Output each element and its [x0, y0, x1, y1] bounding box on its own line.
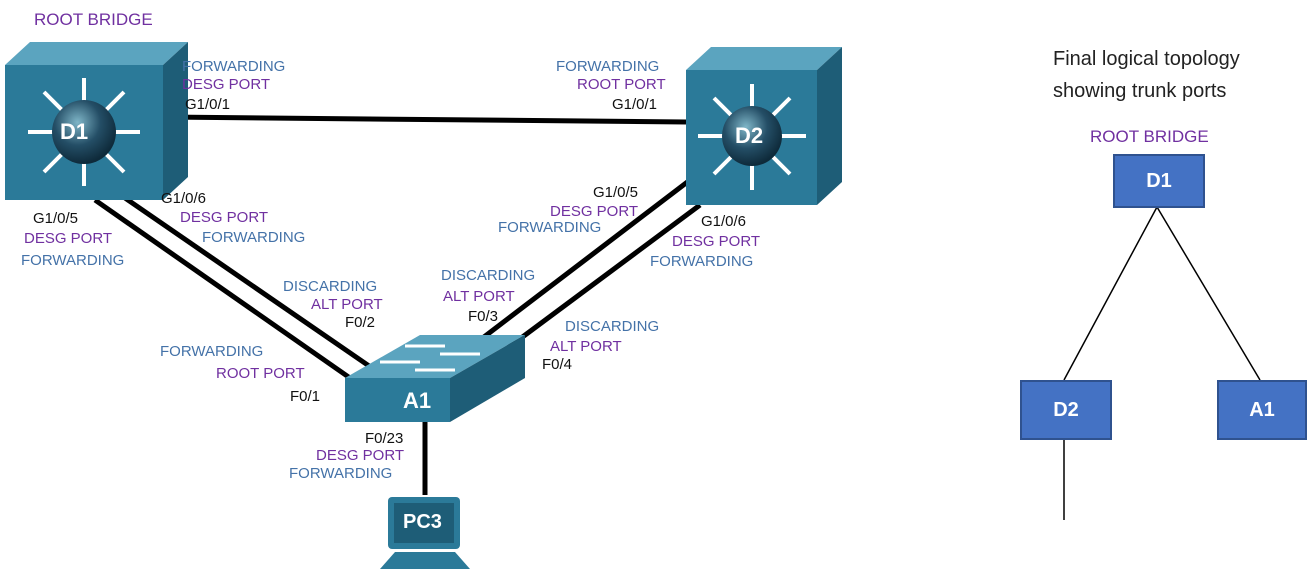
logical-node-d2: D2	[1020, 380, 1112, 440]
logical-node-d1: D1	[1113, 154, 1205, 208]
a1-f02-role: ALT PORT	[311, 296, 383, 313]
d1-g101-port: G1/0/1	[185, 96, 231, 113]
link-d1-d2	[164, 114, 687, 125]
a1-switch[interactable]	[345, 335, 525, 422]
d1-switch[interactable]	[5, 42, 188, 200]
d1-name: D1	[60, 119, 89, 144]
switch-arrows-icon	[380, 344, 480, 372]
d2-g101-state: FORWARDING	[556, 58, 660, 75]
links-d1-a1	[93, 195, 374, 381]
d2-g105-state: FORWARDING	[498, 219, 602, 236]
pc3-computer[interactable]	[380, 497, 470, 569]
a1-f01-port: F0/1	[290, 388, 321, 405]
a1-f023-port: F0/23	[365, 430, 404, 447]
logical-root-bridge-label: ROOT BRIDGE	[1090, 127, 1209, 146]
a1-f03-role: ALT PORT	[443, 288, 515, 305]
d1-g101-role: DESG PORT	[182, 76, 271, 93]
a1-name: A1	[403, 388, 432, 413]
d1-g106-state: FORWARDING	[202, 229, 306, 246]
d1-g106-role: DESG PORT	[180, 209, 269, 226]
d2-switch[interactable]	[686, 47, 842, 205]
d2-name: D2	[735, 123, 764, 148]
a1-f02-state: DISCARDING	[283, 278, 378, 295]
d2-g106-role: DESG PORT	[672, 233, 761, 250]
links-d2-a1	[478, 178, 702, 353]
d1-g106-port: G1/0/6	[161, 190, 207, 207]
d1-g105-role: DESG PORT	[24, 230, 113, 247]
pc3-name: PC3	[403, 511, 442, 533]
d2-g106-state: FORWARDING	[650, 253, 754, 270]
d2-g101-role: ROOT PORT	[577, 76, 666, 93]
a1-f03-state: DISCARDING	[441, 267, 536, 284]
a1-f04-port: F0/4	[542, 356, 573, 373]
a1-f04-state: DISCARDING	[565, 318, 660, 335]
d1-g101-state: FORWARDING	[182, 58, 286, 75]
a1-f04-role: ALT PORT	[550, 338, 622, 355]
d2-g101-port: G1/0/1	[612, 96, 658, 113]
a1-f01-state: FORWARDING	[160, 343, 264, 360]
a1-f01-role: ROOT PORT	[216, 365, 305, 382]
d2-g106-port: G1/0/6	[701, 213, 747, 230]
logical-node-a1: A1	[1217, 380, 1307, 440]
d1-root-bridge-label: ROOT BRIDGE	[34, 10, 153, 29]
a1-f02-port: F0/2	[345, 314, 376, 331]
a1-f023-role: DESG PORT	[316, 447, 405, 464]
d2-g105-role: DESG PORT	[550, 203, 639, 220]
logical-title-line1: Final logical topology	[1053, 48, 1240, 70]
logical-title-line2: showing trunk ports	[1053, 80, 1227, 102]
d1-g105-port: G1/0/5	[33, 210, 79, 227]
a1-f03-port: F0/3	[468, 308, 499, 325]
logical-links	[1063, 206, 1261, 520]
a1-f023-state: FORWARDING	[289, 465, 393, 482]
d2-g105-port: G1/0/5	[593, 184, 639, 201]
d1-g105-state: FORWARDING	[21, 252, 125, 269]
